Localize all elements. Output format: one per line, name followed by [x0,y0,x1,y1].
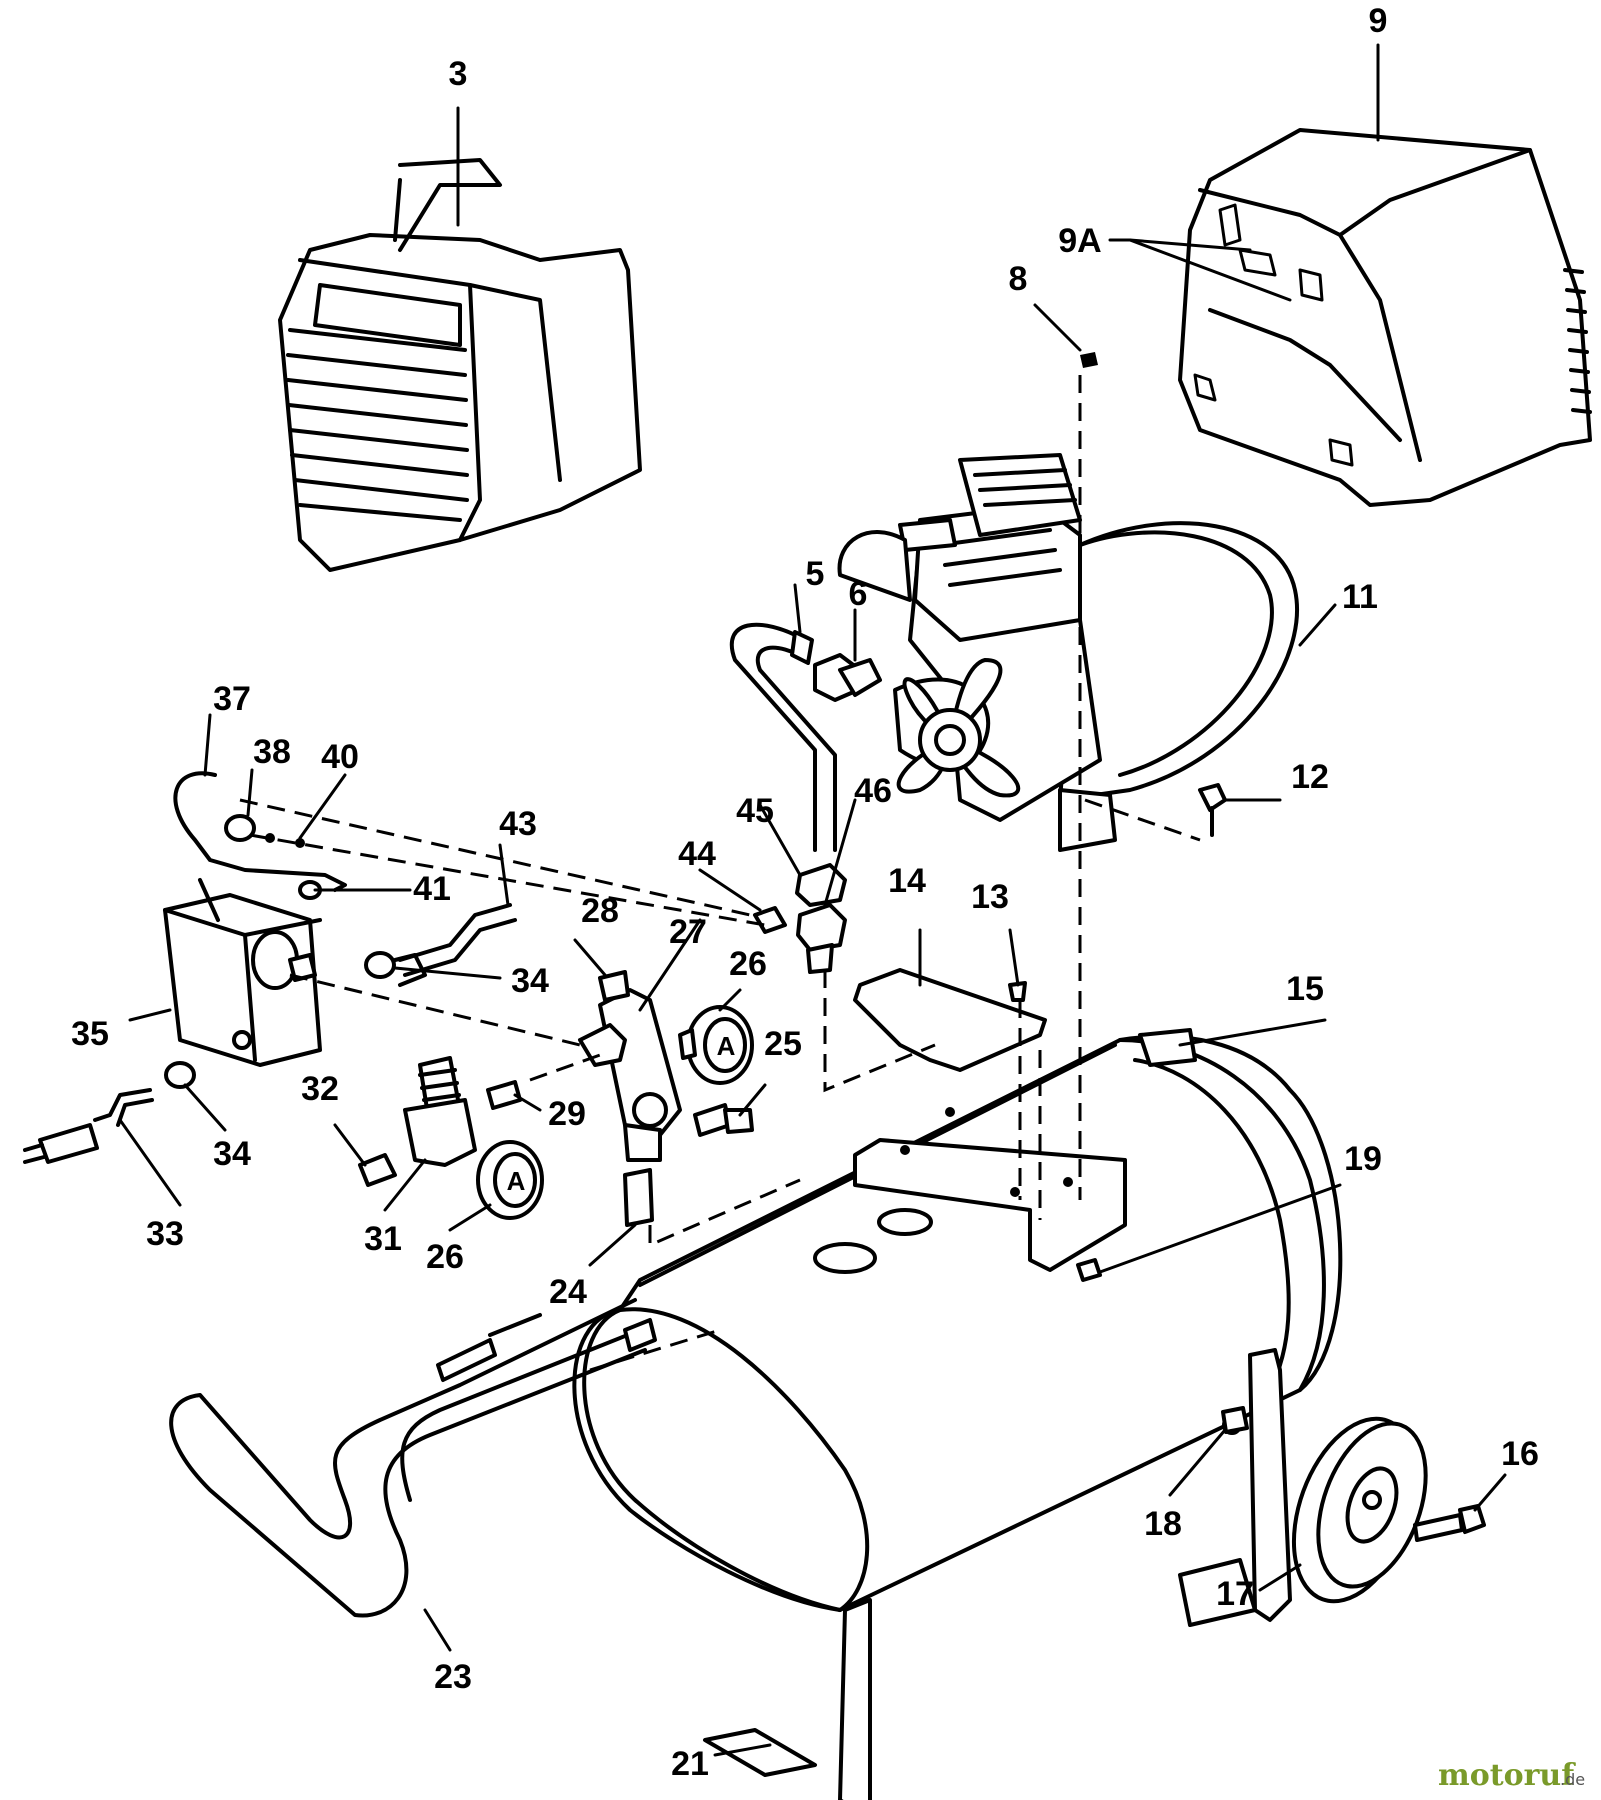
part-27-manifold [578,988,682,1162]
fan-blades [896,658,1021,798]
label-34-lower: 34 [213,1135,251,1173]
label-33: 33 [146,1215,184,1253]
part-8-cap [1080,352,1098,368]
part-45-nut [795,863,847,907]
part-3-front-shroud [278,158,642,572]
watermark-logo: motoruf .de [1438,1758,1585,1793]
label-34-upper: 34 [511,962,549,1000]
label-26: 26 [729,945,767,983]
part-40-sleeve [265,833,305,848]
part-31-regulator [403,1056,477,1167]
part-16-axle-bolt [1413,1504,1486,1542]
part-34-strain-relief-lower [164,1061,196,1089]
label-46: 46 [854,772,892,810]
watermark-text: motoruf [1438,1758,1576,1793]
part-14-plate [853,968,1047,1072]
part-12-screw [1198,783,1227,837]
label-43: 43 [499,805,537,843]
part-23-handle [169,1298,657,1618]
label-27: 27 [669,913,707,951]
assembly-dashed-lines [239,375,1201,1372]
label-18: 18 [1144,1505,1182,1543]
part-5-outlet-tube [729,622,837,852]
label-11: 11 [1342,578,1378,616]
watermark-suffix: .de [1560,1770,1585,1789]
label-21: 21 [671,1745,709,1783]
label-25: 25 [764,1025,802,1063]
label-9: 9 [1369,2,1388,40]
part-37-tube [173,771,347,892]
part-35-pressure-switch [163,878,322,1067]
part-38-nut [224,814,256,842]
callout-labels: 3 9 9A 8 5 6 11 37 38 40 43 45 46 44 12 … [71,2,1539,1783]
part-19-screw [1076,1258,1102,1282]
label-13: 13 [971,878,1009,916]
part-17-wheel [1291,1416,1428,1604]
label-38: 38 [253,733,291,771]
label-6: 6 [849,575,868,613]
label-8: 8 [1009,260,1028,298]
gauge-letter-lower: A [507,1166,526,1196]
part-28-valve [598,970,630,1002]
label-16: 16 [1501,1435,1539,1473]
part-18-nut [1221,1406,1249,1434]
label-45: 45 [736,792,774,830]
rear-shroud-vents [1563,268,1592,414]
part-26-gauge-lower: A [476,1140,544,1220]
part-24-nipple [623,1168,654,1227]
label-15: 15 [1286,970,1324,1008]
label-32: 32 [301,1070,339,1108]
part-29-fitting [486,1080,522,1110]
label-26-lower: 26 [426,1238,464,1276]
part-9-rear-shroud [1178,128,1592,507]
shroud-grille [286,283,469,522]
part-15-air-tank [572,1028,1343,1800]
leader-lines [118,43,1507,1757]
part-21-foot-pad [703,1728,817,1777]
part-6-elbow-fitting [813,653,882,702]
label-40: 40 [321,738,359,776]
part-43-cord [398,903,517,977]
label-29: 29 [548,1095,586,1133]
label-23: 23 [434,1658,472,1696]
label-14: 14 [888,862,926,900]
label-41: 41 [413,870,451,908]
label-5: 5 [806,555,825,593]
part-33-power-cord [23,1088,154,1164]
label-37: 37 [213,680,251,718]
part-44-small-fitting [753,906,787,934]
part-25-fitting [693,1103,754,1137]
label-24: 24 [549,1273,587,1311]
label-12: 12 [1291,758,1329,796]
part-32-fitting [358,1153,397,1187]
part-11-motor-pump [837,453,1299,852]
label-9a: 9A [1058,222,1101,260]
label-3: 3 [449,55,468,93]
part-26-gauge-upper: A [678,1005,754,1085]
part-46-connector [796,903,847,974]
label-17: 17 [1216,1575,1254,1613]
label-44: 44 [678,835,716,873]
gauge-letter-upper: A [717,1031,736,1061]
part-13-bolt [1008,981,1027,1002]
label-31: 31 [364,1220,402,1258]
label-28: 28 [581,892,619,930]
label-35: 35 [71,1015,109,1053]
label-19: 19 [1344,1140,1382,1178]
